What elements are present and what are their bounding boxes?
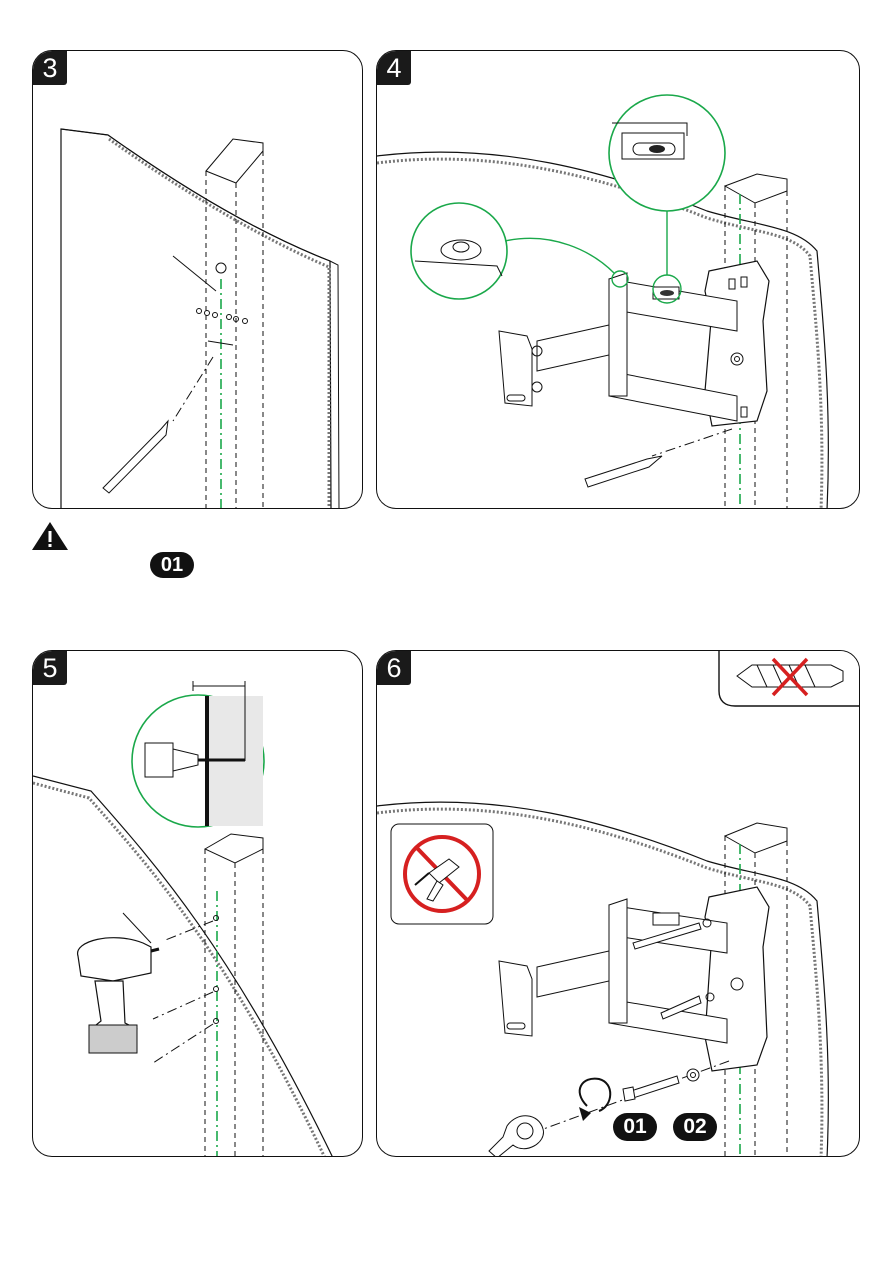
part-02-badge: 02 xyxy=(673,1113,717,1141)
step-4-illustration xyxy=(377,51,860,509)
step-5-panel: 5 xyxy=(32,650,363,1157)
step-4-panel: 4 xyxy=(376,50,860,509)
step-6-panel: 6 xyxy=(376,650,860,1157)
step-3-illustration xyxy=(33,51,363,509)
step-6-illustration xyxy=(377,651,860,1157)
part-01-badge: 01 xyxy=(613,1113,657,1141)
step-3-panel: 3 xyxy=(32,50,363,509)
warning-triangle-icon xyxy=(30,520,70,552)
warning-row: 01 xyxy=(30,520,230,580)
part-01-badge: 01 xyxy=(150,552,194,578)
step-5-illustration xyxy=(33,651,363,1157)
